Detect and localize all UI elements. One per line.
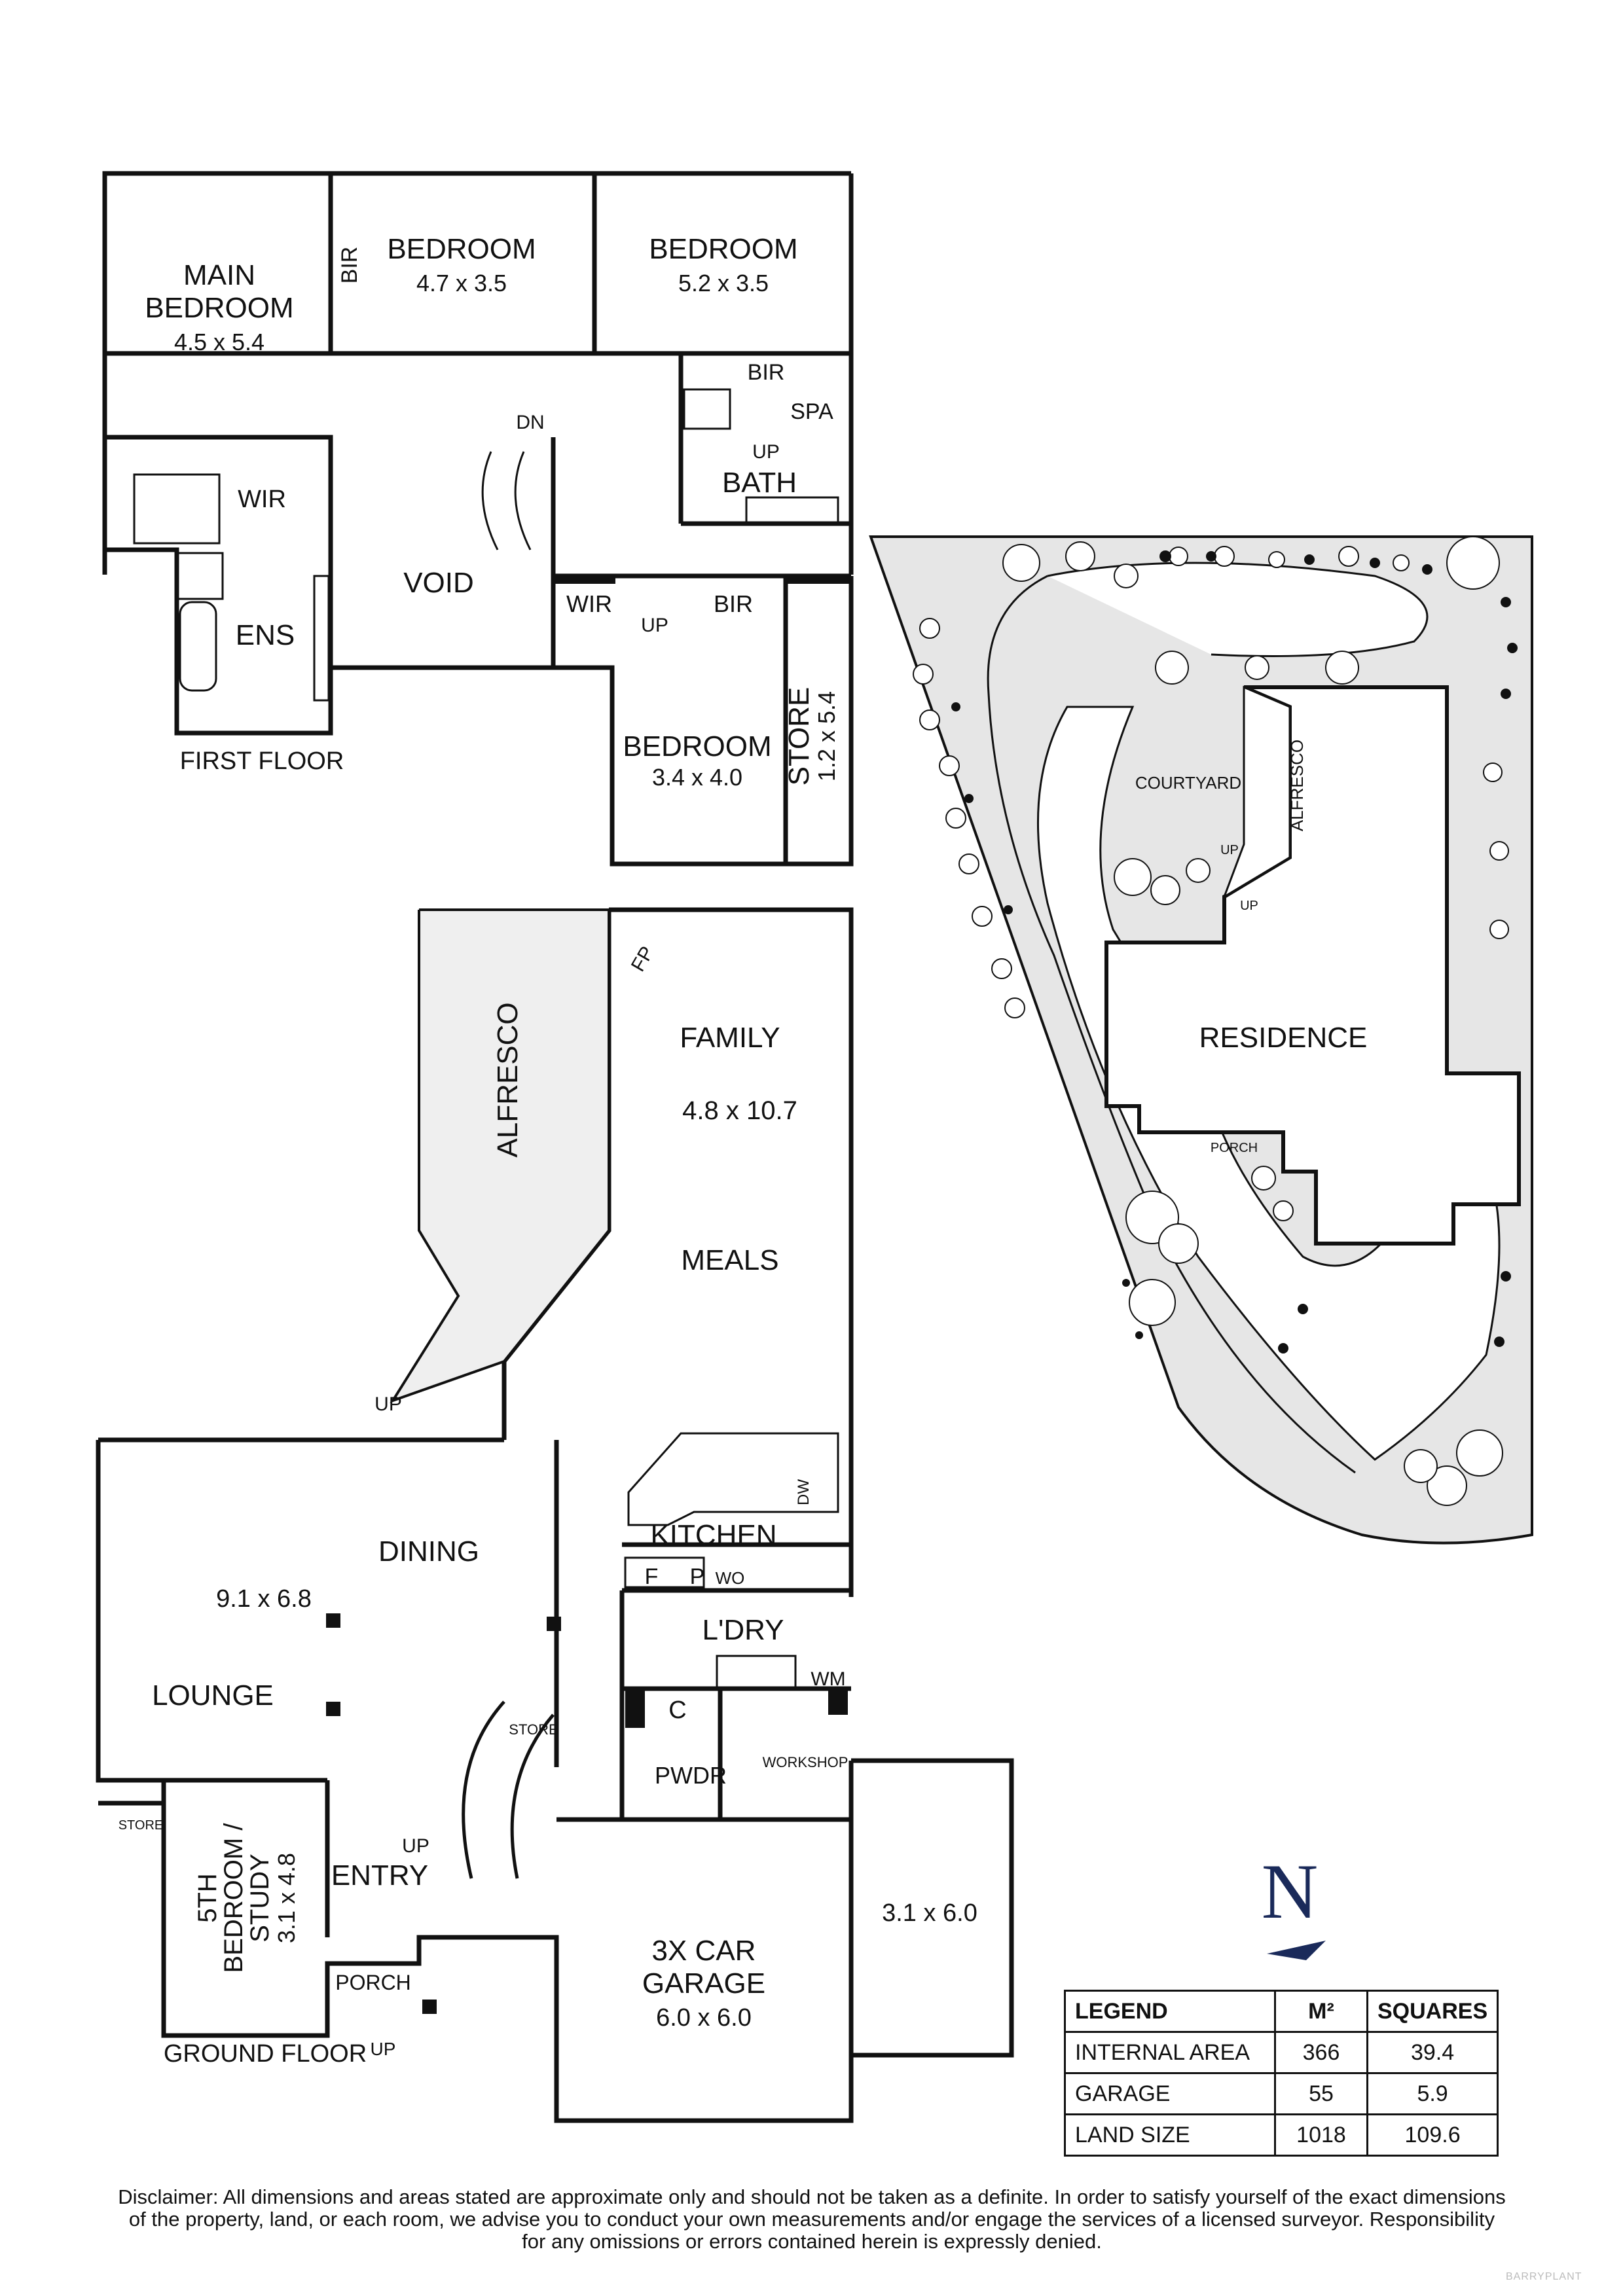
legend-row-m2: 55 <box>1274 2072 1368 2115</box>
legend-row-m2: 366 <box>1274 2031 1368 2074</box>
label-dw: DW <box>795 1479 812 1505</box>
label-site-porch: PORCH <box>1211 1141 1258 1155</box>
first-floor-fixtures <box>133 388 839 702</box>
label-main-bedroom-1: MAIN <box>183 259 255 291</box>
label-residence: RESIDENCE <box>1199 1022 1368 1054</box>
label-store-study: STORE <box>119 1818 164 1833</box>
label-site-up1: UP <box>1220 843 1239 857</box>
legend-row-squares: 5.9 <box>1366 2072 1499 2115</box>
legend-row-m2: 1018 <box>1274 2113 1368 2157</box>
disclaimer: Disclaimer: All dimensions and areas sta… <box>39 2186 1584 2253</box>
label-main-bedroom-dim: 4.5 x 5.4 <box>174 329 264 355</box>
label-ens: ENS <box>236 619 295 651</box>
first-floor-title: FIRST FLOOR <box>180 747 344 775</box>
label-bath: BATH <box>722 467 797 499</box>
label-up-alfresco: UP <box>374 1393 402 1415</box>
legend-header-row: LEGEND M² SQUARES <box>1064 1990 1499 2033</box>
label-kitchen: KITCHEN <box>650 1519 776 1551</box>
label-p: P <box>690 1564 705 1589</box>
label-dn: DN <box>516 412 544 433</box>
label-courtyard: COURTYARD <box>1135 773 1241 793</box>
label-garage-1: 3X CAR <box>652 1935 756 1967</box>
label-ldry: L'DRY <box>702 1614 784 1646</box>
label-fp: FP <box>627 942 659 975</box>
legend-row: INTERNAL AREA 366 39.4 <box>1064 2031 1499 2074</box>
label-void: VOID <box>403 567 474 599</box>
label-site-up2: UP <box>1240 899 1258 913</box>
label-c: C <box>668 1696 686 1724</box>
label-spa: SPA <box>790 399 833 424</box>
compass: N <box>1250 1852 1329 1964</box>
legend-row-name: INTERNAL AREA <box>1064 2031 1276 2074</box>
legend-row-name: LAND SIZE <box>1064 2113 1276 2157</box>
label-bedroom-2: BEDROOM <box>387 233 536 265</box>
legend-row-name: GARAGE <box>1064 2072 1276 2115</box>
label-bir-bath: BIR <box>748 360 785 385</box>
ground-floor-fixtures <box>462 1432 839 1879</box>
label-study-dim: 3.1 x 4.8 <box>273 1853 300 1943</box>
label-family-dim: 4.8 x 10.7 <box>682 1096 797 1125</box>
brand-watermark: BARRYPLANT <box>1506 2271 1582 2282</box>
label-up-bed4: UP <box>641 615 668 636</box>
label-site-alfresco: ALFRESCO <box>1287 740 1307 831</box>
label-entry: ENTRY <box>331 1859 428 1892</box>
legend-header-squares: SQUARES <box>1366 1990 1499 2033</box>
legend-header-name: LEGEND <box>1064 1990 1276 2033</box>
label-study-2: BEDROOM / <box>219 1823 248 1973</box>
label-pwdr: PWDR <box>655 1762 727 1789</box>
label-bedroom-4-dim: 3.4 x 4.0 <box>652 764 742 791</box>
north-arrow <box>1267 1941 1326 1960</box>
label-bedroom-2-dim: 4.7 x 3.5 <box>416 270 507 296</box>
legend-table: LEGEND M² SQUARES INTERNAL AREA 366 39.4… <box>1064 1990 1499 2157</box>
legend-row: GARAGE 55 5.9 <box>1064 2072 1499 2115</box>
label-porch: PORCH <box>335 1971 411 1994</box>
label-wir: WIR <box>238 486 286 513</box>
label-up-entry: UP <box>402 1835 429 1857</box>
ground-floor-alfresco-outline <box>390 908 610 1403</box>
label-dining: DINING <box>378 1535 479 1568</box>
label-store-dim: 1.2 x 5.4 <box>813 691 840 781</box>
label-workshop: WORKSHOP <box>763 1754 848 1770</box>
label-lounge-dim: 9.1 x 6.8 <box>216 1585 312 1613</box>
label-wir-bed4: WIR <box>566 590 612 617</box>
disclaimer-line-1: Disclaimer: All dimensions and areas sta… <box>118 2185 1506 2208</box>
disclaimer-line-3: for any omissions or errors contained he… <box>522 2230 1102 2253</box>
label-meals: MEALS <box>681 1244 778 1276</box>
label-wo: WO <box>716 1568 745 1588</box>
label-alfresco: ALFRESCO <box>492 1002 524 1157</box>
compass-north-label: N <box>1261 1848 1319 1935</box>
label-garage-ext-dim: 3.1 x 6.0 <box>882 1899 977 1927</box>
label-store: STORE <box>783 687 815 786</box>
label-garage-2: GARAGE <box>642 1967 765 2000</box>
label-bedroom-4: BEDROOM <box>623 730 771 762</box>
site-shrubs <box>951 550 1518 1354</box>
site-trees <box>913 536 1509 1506</box>
label-f: F <box>645 1564 659 1589</box>
legend-row-squares: 39.4 <box>1366 2031 1499 2074</box>
legend-row: LAND SIZE 1018 109.6 <box>1064 2113 1499 2157</box>
ground-floor-title: GROUND FLOOR <box>164 2040 367 2068</box>
site-residence <box>1104 685 1521 1246</box>
label-store-stairs: STORE <box>509 1721 558 1738</box>
disclaimer-line-2: of the property, land, or each room, we … <box>128 2208 1495 2231</box>
label-bir-main: BIR <box>337 247 362 284</box>
legend-header-m2: M² <box>1274 1990 1368 2033</box>
label-bedroom-3: BEDROOM <box>649 233 797 265</box>
label-bedroom-3-dim: 5.2 x 3.5 <box>678 270 769 296</box>
legend-row-squares: 109.6 <box>1366 2113 1499 2157</box>
label-study-1: 5TH <box>193 1873 222 1923</box>
label-family: FAMILY <box>680 1022 780 1054</box>
label-lounge: LOUNGE <box>152 1679 274 1712</box>
label-bir-bed4: BIR <box>714 590 753 617</box>
label-garage-dim: 6.0 x 6.0 <box>656 2004 752 2032</box>
label-up-porch: UP <box>371 2039 396 2059</box>
label-wm: WM <box>811 1668 845 1690</box>
label-study-3: STUDY <box>246 1854 274 1943</box>
label-up-bath: UP <box>752 441 780 463</box>
label-main-bedroom-2: BEDROOM <box>145 292 293 324</box>
ground-floor-columns <box>326 575 851 2014</box>
